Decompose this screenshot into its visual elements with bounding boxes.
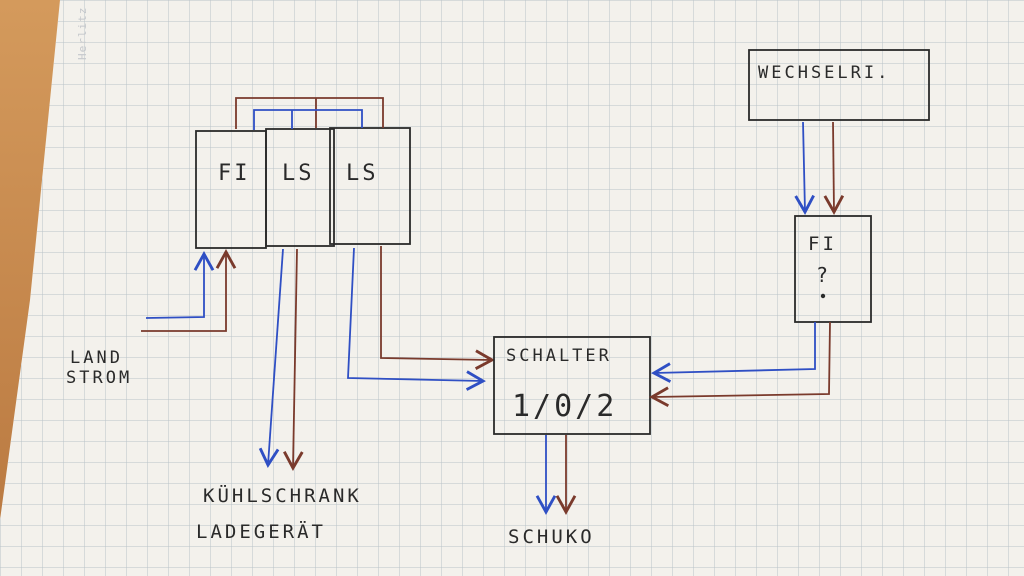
landstrom-wire-brown xyxy=(141,249,237,332)
ls1-label: LS xyxy=(282,161,315,186)
wr-wire-brown xyxy=(823,121,845,215)
top-bridge-blue xyxy=(253,109,363,130)
ls1-out-blue xyxy=(258,248,284,468)
fi2-out-brown xyxy=(649,321,831,407)
wechselrichter-label: WECHSELRI. xyxy=(758,63,890,83)
ls2-label: LS xyxy=(346,161,379,186)
fi2-group: FI ? xyxy=(794,215,872,323)
wr-wire-blue xyxy=(794,121,815,215)
kuehlschrank-label: KÜHLSCHRANK xyxy=(203,484,362,507)
svg-text:Herlitz: Herlitz xyxy=(76,7,89,60)
ls2-box xyxy=(329,127,411,245)
schalter-title: SCHALTER xyxy=(506,346,612,366)
wechselrichter-box xyxy=(748,49,930,121)
top-bridge-brown xyxy=(235,97,384,129)
landstrom-wire-blue xyxy=(145,251,215,319)
fi2-label: FI xyxy=(808,233,837,255)
ls2-out-blue xyxy=(347,247,486,391)
landstrom-label-line2: STROM xyxy=(66,368,132,388)
fi2-out-blue xyxy=(651,322,816,383)
ls2-out-brown xyxy=(380,246,495,370)
schuko-label: SCHUKO xyxy=(508,526,595,548)
fi2-question: ? xyxy=(816,263,831,287)
schalter-box xyxy=(493,336,651,435)
ls1-box xyxy=(265,128,335,247)
schalter-positions: 1/0/2 xyxy=(512,389,617,424)
wechselrichter-group: WECHSELRI. xyxy=(748,49,930,121)
fi2-box xyxy=(794,215,872,323)
herlitz-watermark: Herlitz xyxy=(76,7,89,60)
landstrom-label-line1: LAND xyxy=(70,348,123,368)
ladegeraet-label: LADEGERÄT xyxy=(196,520,326,543)
fi2-dot xyxy=(820,293,826,299)
schalter-box-group: SCHALTER 1/0/2 xyxy=(493,336,651,435)
fi-label: FI xyxy=(218,161,251,186)
ls1-out-brown xyxy=(283,248,304,471)
distribution-box: FI LS LS xyxy=(195,127,411,249)
